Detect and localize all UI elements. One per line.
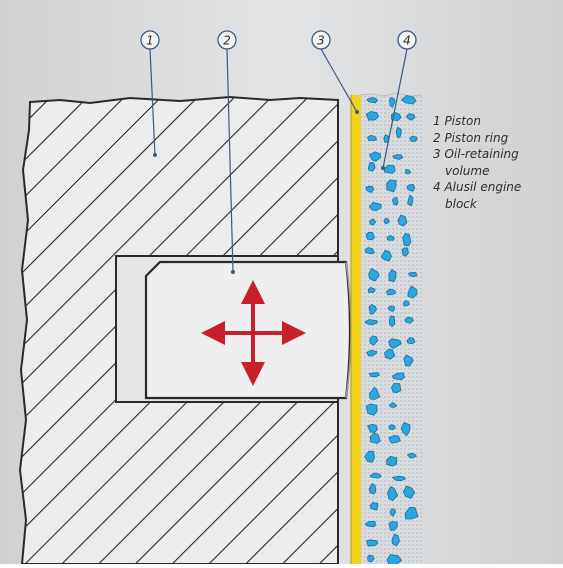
silicon-grain [368, 303, 377, 315]
silicon-grain [380, 249, 392, 262]
silicon-grain [395, 126, 402, 138]
silicon-grain [387, 486, 399, 501]
silicon-grain [409, 135, 418, 142]
silicon-grain [391, 533, 401, 547]
silicon-grain [366, 539, 379, 547]
callout-1: 1 [140, 30, 160, 50]
legend: 1 Piston 2 Piston ring 3 Oil-retaining v… [433, 113, 561, 212]
silicon-grain [368, 482, 377, 495]
silicon-grain [368, 267, 380, 282]
silicon-grain [386, 234, 395, 241]
silicon-grain [388, 520, 398, 531]
silicon-grain [365, 403, 378, 416]
silicon-grain [367, 287, 376, 294]
silicon-grain [383, 134, 390, 143]
callout-3-label: 3 [317, 34, 325, 48]
silicon-grain [402, 299, 410, 307]
silicon-grain [407, 285, 418, 299]
silicon-grain [402, 485, 416, 500]
silicon-grain [405, 113, 416, 121]
silicon-grain [389, 508, 397, 517]
silicon-grain [397, 214, 408, 227]
legend-alusil-engine: 4 Alusil engine [433, 180, 522, 194]
silicon-grain [404, 316, 414, 324]
silicon-grain [369, 218, 377, 226]
silicon-grain [406, 452, 417, 459]
silicon-grain [392, 154, 404, 160]
silicon-grain [388, 435, 401, 444]
silicon-grain [390, 383, 402, 394]
silicon-grain [386, 179, 397, 193]
silicon-grain [391, 475, 407, 482]
silicon-grain [369, 151, 381, 162]
silicon-grain [388, 96, 396, 109]
callout-3: 3 [311, 30, 331, 50]
piston-ring [144, 260, 352, 400]
silicon-grain [367, 423, 378, 433]
silicon-grain [388, 269, 397, 283]
callout-1-label: 1 [146, 34, 154, 48]
silicon-grain [368, 372, 381, 378]
legend-piston: 1 Piston [433, 114, 481, 128]
engine-block-top-edge [359, 92, 423, 97]
silicon-grain [401, 247, 409, 257]
silicon-grain [406, 336, 416, 345]
silicon-grain [367, 161, 376, 172]
silicon-grain [367, 134, 378, 141]
silicon-grain [364, 450, 375, 463]
silicon-grain [389, 315, 396, 328]
oil-film [351, 95, 361, 564]
silicon-grain [365, 185, 375, 193]
silicon-grain [383, 348, 396, 360]
silicon-grain [400, 95, 417, 105]
silicon-grain [403, 354, 414, 367]
silicon-grain [407, 194, 414, 207]
silicon-grain [386, 455, 398, 467]
silicon-grain [366, 97, 379, 104]
silicon-grain [369, 472, 382, 479]
silicon-grain [404, 506, 419, 520]
silicon-grain [365, 231, 376, 241]
silicon-grain [368, 386, 381, 400]
silicon-grain [385, 288, 397, 296]
silicon-grain [369, 502, 379, 511]
silicon-grain [368, 201, 382, 212]
callout-4: 4 [397, 30, 417, 50]
callout-2: 2 [217, 30, 237, 50]
legend-oil-retaining: 3 Oil-retaining [433, 147, 519, 161]
silicon-grain [388, 424, 396, 431]
callout-endpoints [153, 110, 385, 274]
silicon-grain [364, 247, 375, 255]
silicon-grain [391, 372, 405, 381]
silicon-grain [389, 402, 398, 409]
silicon-grain [387, 305, 395, 312]
callout-4-label: 4 [403, 34, 411, 48]
legend-alusil-block: block [445, 196, 477, 211]
silicon-grain [364, 319, 379, 326]
silicon-grain [366, 349, 378, 357]
silicon-grain [400, 421, 411, 437]
silicon-grain [383, 217, 391, 225]
silicon-grain [388, 338, 402, 349]
callout-lines [149, 48, 408, 273]
engine-block-grains [364, 95, 419, 566]
silicon-grain [404, 168, 412, 175]
callout-2-label: 2 [223, 34, 231, 48]
legend-piston-ring: 2 Piston ring [433, 130, 509, 145]
silicon-grain [402, 233, 412, 247]
four-way-arrow-icon [201, 280, 306, 386]
silicon-grain [365, 521, 377, 528]
silicon-grain [367, 554, 375, 563]
silicon-grain [406, 184, 416, 192]
legend-oil-retaining-volume: volume [445, 163, 490, 178]
silicon-grain [369, 335, 379, 346]
silicon-grain [407, 271, 418, 278]
silicon-grain [391, 197, 399, 206]
silicon-grain [369, 432, 381, 444]
silicon-grain [365, 111, 380, 121]
